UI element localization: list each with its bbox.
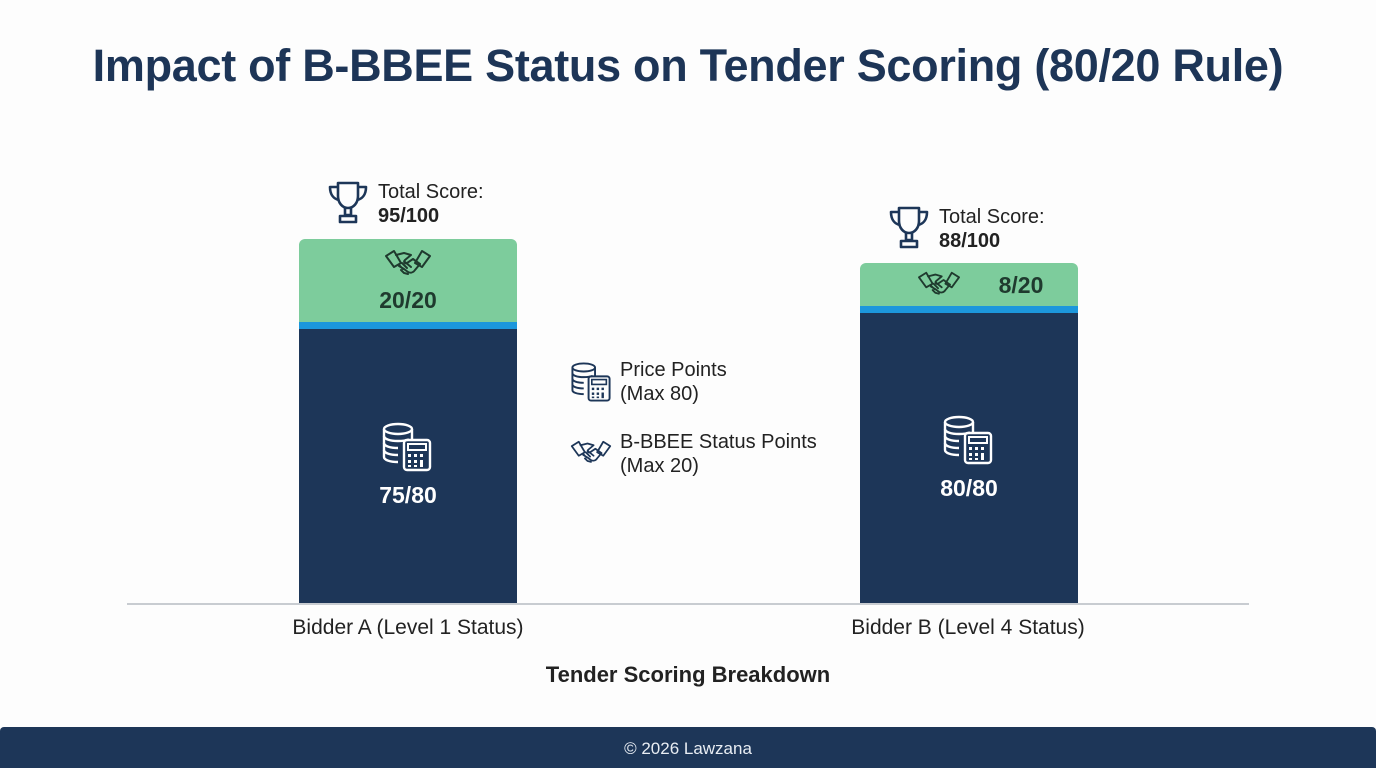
coins-calculator-icon xyxy=(381,422,433,472)
total-score-bidder-b: Total Score: 88/100 xyxy=(887,205,1045,253)
bar-bidder-b: 8/20 80/80 xyxy=(860,263,1078,603)
bbbee-segment: 8/20 xyxy=(860,263,1078,306)
bar-bidder-a: 20/20 75/80 xyxy=(299,239,517,603)
footer: © 2026 Lawzana xyxy=(0,727,1376,768)
price-segment: 80/80 xyxy=(860,313,1078,603)
legend-price-line1: Price Points xyxy=(620,359,727,381)
total-score-bidder-a: Total Score: 95/100 xyxy=(326,180,484,228)
legend: Price Points (Max 80) B-BBEE Status Poin… xyxy=(570,358,817,502)
price-segment: 75/80 xyxy=(299,329,517,603)
legend-price-line2: (Max 80) xyxy=(620,383,699,405)
total-score-value: 95/100 xyxy=(378,205,440,227)
total-score-label: Total Score: xyxy=(378,181,484,203)
trophy-icon xyxy=(326,180,370,226)
x-axis-baseline xyxy=(127,603,1249,605)
bbbee-points-label: 20/20 xyxy=(379,287,437,313)
price-points-label: 75/80 xyxy=(379,482,437,508)
price-points-label: 80/80 xyxy=(940,475,998,501)
chart-title: Impact of B-BBEE Status on Tender Scorin… xyxy=(92,40,1284,91)
legend-bbbee-line1: B-BBEE Status Points xyxy=(620,431,817,453)
legend-item-bbbee: B-BBEE Status Points (Max 20) xyxy=(570,430,817,478)
segment-separator xyxy=(299,322,517,329)
total-score-label: Total Score: xyxy=(939,206,1045,228)
trophy-icon xyxy=(887,205,931,251)
x-tick-bidder-a: Bidder A (Level 1 Status) xyxy=(292,616,524,639)
handshake-icon xyxy=(384,248,432,282)
handshake-icon xyxy=(570,439,612,469)
x-axis-title: Tender Scoring Breakdown xyxy=(545,662,831,687)
segment-separator xyxy=(860,306,1078,313)
legend-item-price: Price Points (Max 80) xyxy=(570,358,817,406)
coins-calculator-icon xyxy=(942,415,994,465)
coins-calculator-icon xyxy=(570,361,612,403)
bbbee-segment: 20/20 xyxy=(299,239,517,322)
bbbee-points-label: 8/20 xyxy=(998,272,1044,298)
total-score-value: 88/100 xyxy=(939,230,1001,252)
legend-bbbee-line2: (Max 20) xyxy=(620,455,699,477)
x-tick-bidder-b: Bidder B (Level 4 Status) xyxy=(851,616,1085,639)
